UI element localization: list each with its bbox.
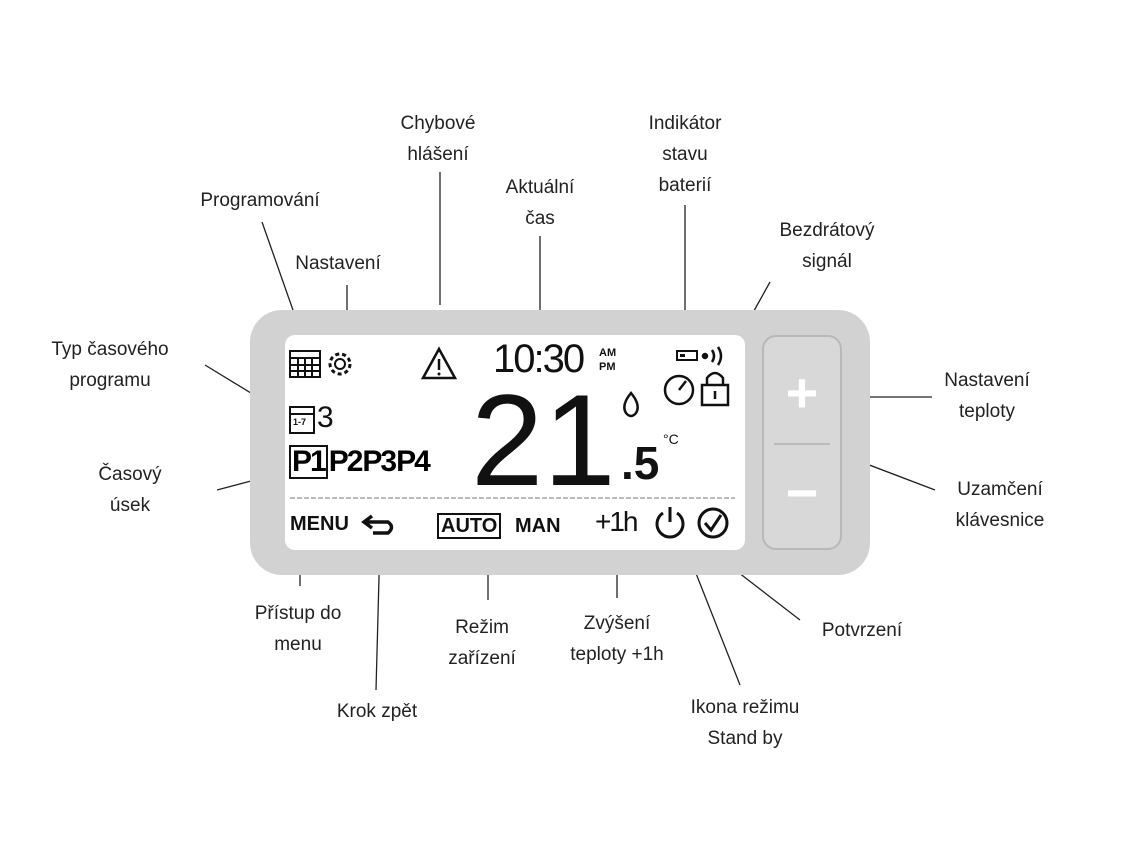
back-arrow-icon <box>361 514 394 535</box>
label-settings: Nastavení <box>295 253 381 274</box>
flame-icon <box>623 391 639 418</box>
calendar-range-text: 1-7 <box>293 417 307 427</box>
label-confirm: Potvrzení <box>821 620 903 641</box>
temperature-buttons: + − <box>762 335 842 550</box>
temperature-integer: 21 <box>471 367 616 513</box>
calendar-range-icon <box>289 406 315 434</box>
timer-icon <box>663 374 695 406</box>
lock-icon <box>700 371 730 407</box>
period-p1: P1 <box>289 445 328 479</box>
warning-icon <box>420 346 458 380</box>
gear-icon <box>328 352 352 376</box>
period-p4: P4 <box>396 445 431 478</box>
lcd-display: 10:30 AM PM 21 .5 °C 1-7 3 P1 P2 P3 P4 M… <box>285 335 745 550</box>
current-time: 10:30 <box>493 337 585 381</box>
wireless-signal-icon <box>701 346 723 366</box>
label-step-back: Krok zpět <box>336 701 418 722</box>
am-indicator: AM <box>599 347 617 359</box>
boost-plus-1h: +1h <box>595 506 638 537</box>
battery-icon <box>676 350 698 361</box>
mode-man: MAN <box>515 515 561 537</box>
label-programming: Programování <box>200 190 320 211</box>
period-p2: P2 <box>328 445 364 478</box>
plus-button[interactable]: + <box>785 361 819 424</box>
period-p3: P3 <box>362 445 397 478</box>
menu-label: MENU <box>290 513 349 535</box>
celsius-unit: °C <box>663 431 679 447</box>
standby-icon <box>655 507 685 539</box>
program-type-number: 3 <box>317 401 334 434</box>
temperature-decimal: .5 <box>621 437 660 489</box>
minus-button[interactable]: − <box>785 461 819 524</box>
mode-auto: AUTO <box>437 513 502 539</box>
pm-indicator: PM <box>599 361 616 373</box>
calendar-icon <box>289 350 321 378</box>
confirm-check-icon <box>697 507 729 539</box>
button-divider <box>774 443 830 445</box>
